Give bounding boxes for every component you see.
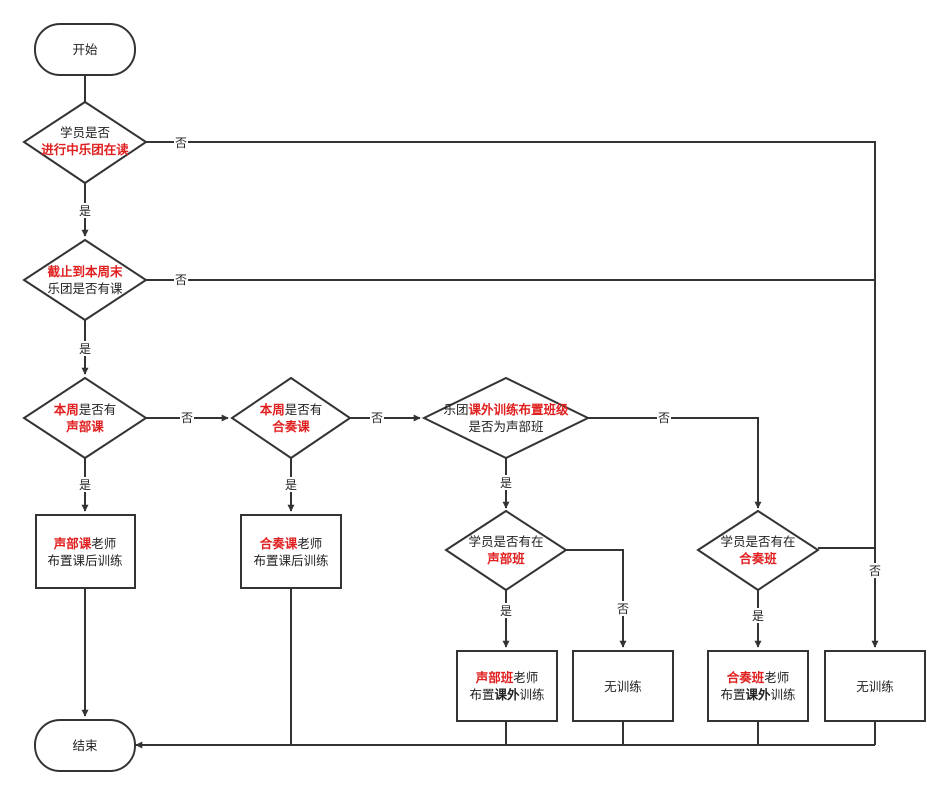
action-section-course-line1: 声部课老师 — [53, 536, 117, 551]
edge-label-enrolled-no: 否 — [175, 136, 187, 150]
decision-enrolled: 学员是否 进行中乐团在读 — [22, 100, 148, 185]
edge-label-in-ensemble-yes: 是 — [752, 609, 764, 623]
edge-label-section-yes: 是 — [79, 478, 91, 492]
edge-label-ensemble-yes: 是 — [285, 478, 297, 492]
action-section-course-training: 声部课老师 布置课后训练 — [35, 514, 136, 589]
action-ensemble-class-l2a: 布置 — [720, 687, 745, 702]
action-section-class-l2c: 训练 — [520, 687, 546, 702]
decision-class-type: 乐团课外训练布置班级 是否为声部班 — [421, 376, 591, 460]
decision-section-course-line2: 声部课 — [65, 419, 104, 434]
edge-enrolled-no — [146, 141, 879, 648]
action-section-class-l1a: 声部班 — [475, 670, 514, 685]
decision-class-type-line1: 乐团课外训练布置班级 — [443, 402, 569, 417]
edge-in-section-no — [566, 549, 627, 648]
decision-weekend-line1: 截止到本周末 — [47, 264, 123, 279]
decision-in-section-class-line2: 声部班 — [486, 551, 525, 566]
decision-ensemble-course: 本周是否有 合奏课 — [230, 376, 352, 460]
edge-label-enrolled-yes: 是 — [79, 204, 91, 218]
action-section-course-line2: 布置课后训练 — [47, 553, 123, 568]
action-section-class-line1: 声部班老师 — [475, 670, 539, 685]
decision-in-ensemble-class-line1: 学员是否有在 — [720, 534, 795, 549]
decision-in-section-class-line1: 学员是否有在 — [468, 534, 543, 549]
action-ensemble-course-l1b: 老师 — [297, 536, 322, 551]
action-section-class-line2: 布置课外训练 — [469, 687, 545, 702]
edge-label-class-yes: 是 — [500, 476, 512, 490]
decision-class-type-l1b: 课外训练布置班级 — [469, 402, 570, 417]
edge-label-in-ensemble-no: 否 — [869, 564, 881, 578]
decision-ensemble-course-line1: 本周是否有 — [260, 402, 323, 417]
edge-label-section-no: 否 — [181, 411, 193, 425]
decision-enrolled-line2: 进行中乐团在读 — [41, 142, 129, 157]
action-section-course-l1b: 老师 — [91, 536, 116, 551]
decision-weekend-line2: 乐团是否有课 — [47, 281, 123, 296]
decision-ensemble-course-l1a: 本周 — [260, 402, 285, 417]
decision-in-ensemble-class: 学员是否有在 合奏班 — [696, 509, 820, 592]
end-node: 结束 — [34, 719, 136, 772]
decision-weekend: 截止到本周末 乐团是否有课 — [22, 238, 148, 322]
action-no-training-1-label: 无训练 — [604, 679, 642, 694]
decision-section-course-line1: 本周是否有 — [54, 402, 117, 417]
decision-enrolled-line1: 学员是否 — [60, 125, 110, 140]
action-ensemble-class-training: 合奏班老师 布置课外训练 — [707, 650, 809, 722]
action-no-training-2-label: 无训练 — [856, 679, 894, 694]
action-ensemble-class-l1b: 老师 — [764, 670, 789, 685]
action-ensemble-course-line2: 布置课后训练 — [253, 553, 329, 568]
action-section-class-l1b: 老师 — [513, 670, 538, 685]
action-ensemble-course-training: 合奏课老师 布置课后训练 — [240, 514, 342, 589]
start-node: 开始 — [34, 23, 136, 76]
end-label: 结束 — [72, 738, 98, 753]
edge-label-weekend-no: 否 — [175, 273, 187, 287]
edge-label-class-no: 否 — [658, 411, 670, 425]
action-ensemble-course-line1: 合奏课老师 — [260, 536, 323, 551]
decision-in-section-class: 学员是否有在 声部班 — [444, 509, 568, 592]
edge-class-no — [588, 417, 762, 509]
decision-ensemble-course-line2: 合奏课 — [272, 419, 310, 434]
action-no-training-1: 无训练 — [572, 650, 674, 722]
edge-labels: 否 是 否 是 否 是 否 是 否 是 是 否 是 否 — [78, 135, 882, 623]
action-section-class-l2a: 布置 — [469, 687, 494, 702]
action-ensemble-class-line2: 布置课外训练 — [720, 687, 796, 702]
start-label: 开始 — [72, 42, 98, 57]
action-ensemble-class-l1a: 合奏班 — [727, 670, 765, 685]
decision-class-type-l1a: 乐团 — [443, 402, 468, 417]
edge-label-ensemble-no: 否 — [371, 411, 383, 425]
action-section-class-training: 声部班老师 布置课外训练 — [456, 650, 558, 722]
action-no-training-2: 无训练 — [824, 650, 926, 722]
decision-section-course-l1b: 是否有 — [79, 402, 117, 417]
decision-section-course: 本周是否有 声部课 — [22, 376, 148, 460]
action-ensemble-class-l2b: 课外 — [745, 687, 771, 702]
edge-label-in-section-yes: 是 — [500, 604, 512, 618]
decision-ensemble-course-l1b: 是否有 — [285, 402, 323, 417]
decision-section-course-l1a: 本周 — [54, 402, 79, 417]
edge-label-in-section-no: 否 — [617, 602, 629, 616]
action-ensemble-course-l1a: 合奏课 — [260, 536, 298, 551]
action-ensemble-class-l2c: 训练 — [771, 687, 797, 702]
edge-label-weekend-yes: 是 — [79, 342, 91, 356]
action-ensemble-class-line1: 合奏班老师 — [727, 670, 790, 685]
decision-class-type-line2: 是否为声部班 — [468, 419, 543, 434]
decision-in-ensemble-class-line2: 合奏班 — [739, 551, 777, 566]
action-section-class-l2b: 课外 — [494, 687, 520, 702]
action-section-course-l1a: 声部课 — [53, 536, 92, 551]
